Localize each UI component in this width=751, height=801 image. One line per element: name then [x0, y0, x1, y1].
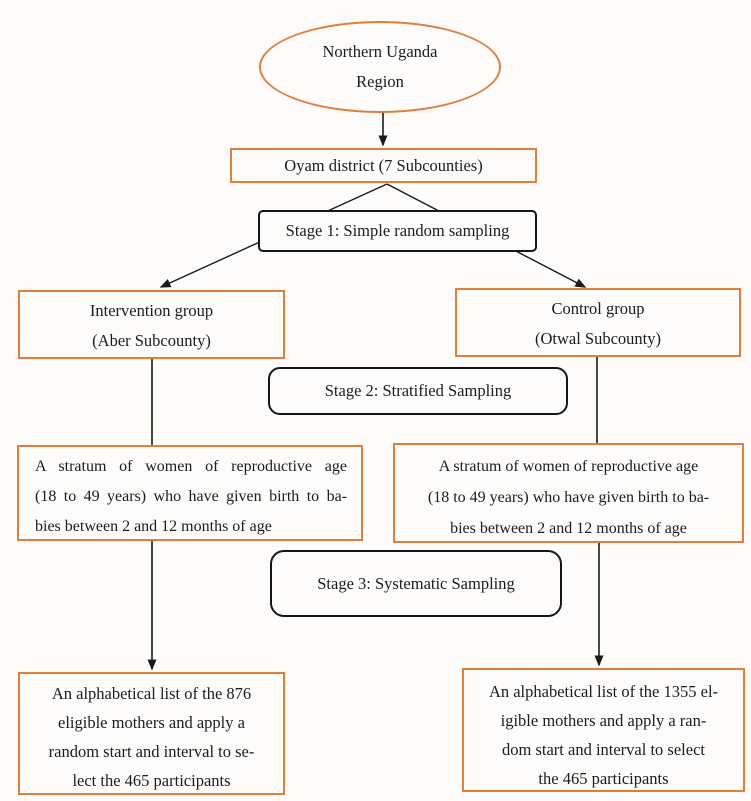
text-line: An alphabetical list of the 1355 el-: [488, 682, 719, 701]
text-line: lect the 465 participants: [72, 771, 231, 790]
stage1-node: Stage 1: Simple random sampling: [258, 210, 537, 252]
stage2-label: Stage 2: Stratified Sampling: [324, 381, 512, 400]
intervention-group-node: Intervention group (Aber Subcounty): [18, 290, 285, 359]
text-line: (Aber Subcounty): [92, 331, 211, 350]
text-line: eligible mothers and apply a: [58, 713, 245, 732]
stage3-node: Stage 3: Systematic Sampling: [270, 550, 562, 617]
district-node: Oyam district (7 Subcounties): [230, 148, 537, 183]
list-control-node: An alphabetical list of the 1355 el-igib…: [462, 668, 745, 792]
text-line: (Otwal Subcounty): [534, 329, 662, 348]
district-label: Oyam district (7 Subcounties): [284, 155, 483, 175]
text-line: bies between 2 and 12 months of age: [450, 520, 687, 537]
text-line: A stratum of women of reproductive age: [438, 458, 699, 475]
stratum-intervention-node: A stratum of women of reproductive age (1…: [17, 445, 363, 541]
text-line: Control group: [551, 299, 645, 318]
control-group-node: Control group (Otwal Subcounty): [455, 288, 741, 357]
stage2-node: Stage 2: Stratified Sampling: [268, 367, 568, 415]
text-line: (18 to 49 years) who have given birth to…: [35, 488, 347, 505]
text-line: bies between 2 and 12 months of age: [35, 518, 272, 535]
stage3-label: Stage 3: Systematic Sampling: [317, 573, 515, 593]
stratum-control-node: A stratum of women of reproductive age (1…: [393, 443, 744, 543]
text-line: (18 to 49 years) who have given birth to…: [427, 489, 710, 506]
text-line: igible mothers and apply a ran-: [500, 711, 707, 730]
text-line: Northern Uganda: [322, 42, 438, 61]
text-line: dom start and interval to select: [502, 740, 705, 759]
text-line: the 465 participants: [538, 769, 669, 788]
text-line: Intervention group: [89, 301, 214, 320]
text-line: random start and interval to se-: [48, 742, 255, 761]
text-line: An alphabetical list of the 876: [51, 684, 252, 703]
stage1-label: Stage 1: Simple random sampling: [285, 221, 510, 240]
list-intervention-node: An alphabetical list of the 876 eligible …: [18, 672, 285, 795]
text-line: Region: [356, 72, 404, 91]
text-line: A stratum of women of reproductive age: [35, 458, 347, 475]
